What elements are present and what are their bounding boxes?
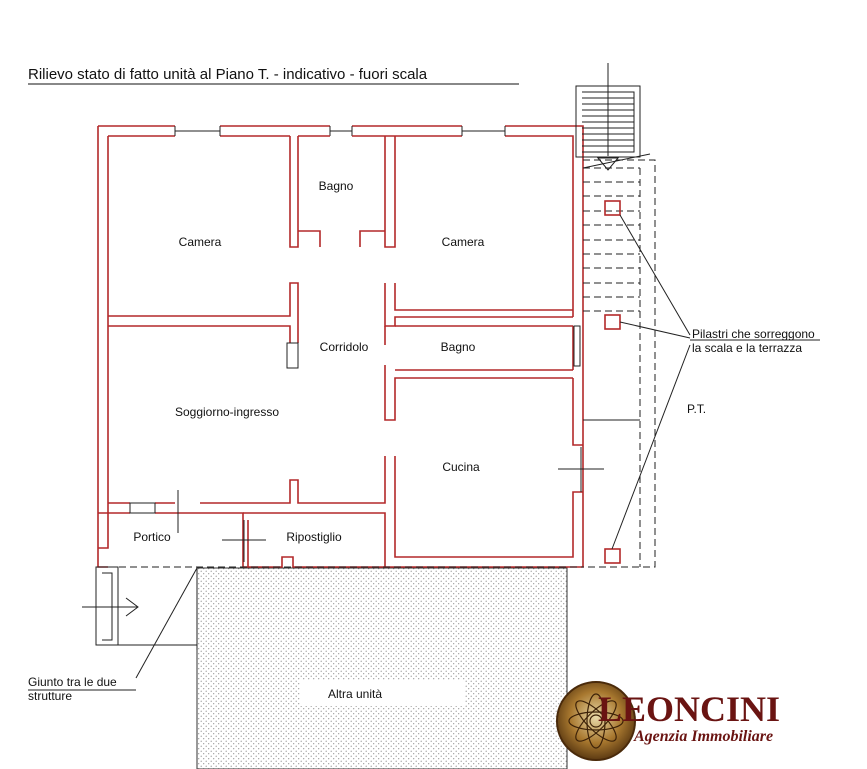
wall-camera-right-bottom (384, 283, 573, 327)
wall-cucina-right (572, 378, 583, 446)
room-camera-right: Camera (442, 235, 485, 249)
pillar-3 (604, 548, 621, 564)
giunto-lines (118, 568, 198, 650)
bagno-window (573, 325, 581, 367)
wall-camera-soggiorno (108, 282, 299, 368)
pillar-2 (604, 314, 621, 330)
soggiorno-window (129, 502, 156, 514)
altra-unita-label-bg (300, 680, 465, 706)
note-pilastri-1: Pilastri che sorreggono (692, 327, 815, 341)
room-bagno-top: Bagno (319, 179, 354, 193)
wall-soggiorno-bottom (108, 502, 244, 567)
note-pilastri-2: la scala e la terrazza (692, 341, 802, 355)
pillar-leaders (611, 214, 691, 550)
logo-name: LEONCINI (598, 689, 780, 729)
logo-rosette-icon (568, 693, 624, 749)
outer-wall-left (97, 126, 108, 568)
wall-camera-bagno (289, 136, 299, 248)
section-marks (177, 447, 604, 562)
room-altra-unita: Altra unità (328, 687, 382, 701)
note-giunto-1: Giunto tra le due (28, 675, 117, 689)
terrace-steps (583, 167, 640, 312)
leoncini-logo: LEONCINI Agenzia Immobiliare (556, 681, 780, 761)
room-ripostiglio: Ripostiglio (286, 530, 342, 544)
room-camera-left: Camera (179, 235, 222, 249)
entrance-arrow (82, 597, 139, 617)
plan-title: Rilievo stato di fatto unità al Piano T.… (28, 66, 428, 83)
room-corridoio: Corridolo (320, 340, 369, 354)
altra-unita-area (196, 567, 568, 769)
wall-bagno-camera (384, 136, 396, 248)
room-soggiorno: Soggiorno-ingresso (175, 405, 279, 419)
portico-column (98, 512, 109, 549)
room-bagno-mid: Bagno (441, 340, 476, 354)
room-cucina: Cucina (442, 460, 480, 474)
terrace-outline (583, 159, 656, 568)
wall-bagno-bottom (298, 230, 385, 247)
terrace-leader (582, 153, 651, 169)
top-windows (174, 126, 506, 136)
room-portico: Portico (133, 530, 171, 544)
note-giunto-2: strutture (28, 689, 72, 703)
inner-wall-top (108, 135, 574, 317)
entrance-steps (95, 566, 119, 646)
wall-bagno-top-mid (384, 325, 573, 345)
outer-wall-top-right (98, 125, 584, 568)
logo-subtitle: Agenzia Immobiliare (633, 728, 773, 745)
column-corridor (286, 342, 299, 369)
giunto-leader (135, 567, 198, 679)
floor-label: P.T. (687, 402, 706, 416)
wall-cucina (200, 456, 583, 558)
wall-bagno-cucina (384, 365, 573, 421)
pillar-1 (604, 200, 621, 216)
